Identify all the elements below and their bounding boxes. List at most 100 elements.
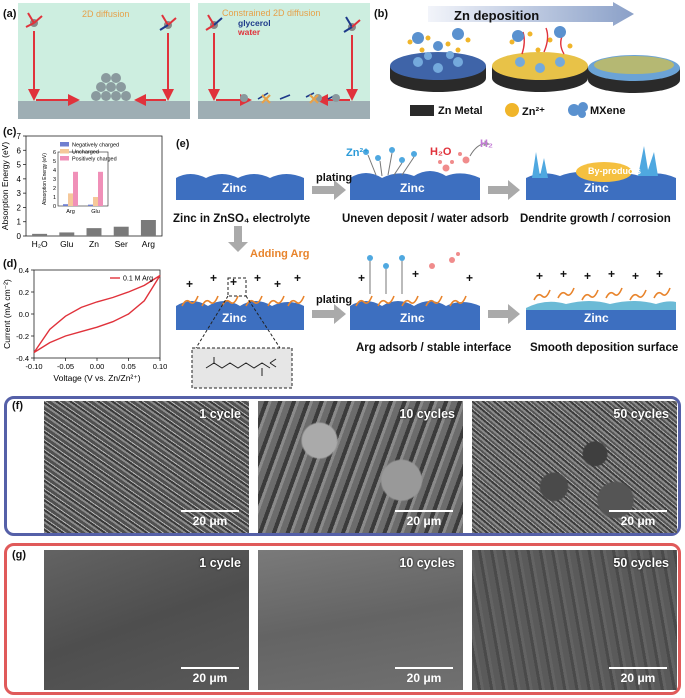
y-tick-label-c: 2: [17, 203, 22, 212]
x-tick-label-d: -0.05: [57, 362, 74, 371]
y-tick-label-c: 5: [17, 161, 22, 170]
y-tick-label-d: 0.0: [19, 310, 29, 319]
disc-1: [390, 28, 486, 92]
disc-2: [492, 26, 588, 92]
y-tick-label-c: 0: [17, 232, 22, 241]
x-tick-label-d: 0.10: [153, 362, 168, 371]
hydrogen-label: H₂: [480, 138, 493, 150]
svg-text:+: +: [294, 271, 301, 285]
inset-y-tick-label: 3: [53, 177, 56, 183]
panel-e-diagram: ++++++ +++ ++++++: [176, 140, 676, 389]
y-tick-label-d: 0.4: [19, 266, 29, 275]
inset-bar: [98, 171, 103, 206]
right-diffusion-title: Constrained 2D diffusion: [222, 8, 321, 18]
scale-text-g2: 20 μm: [406, 671, 442, 685]
scale-bar-g3: 20 μm: [609, 667, 667, 685]
y-tick-label-c: 6: [17, 146, 22, 155]
scale-text-f3: 20 μm: [620, 514, 656, 528]
atom-pile-left: [91, 73, 131, 101]
zinc-label-3: Zinc: [584, 181, 609, 195]
legend-water: water: [238, 27, 261, 37]
inset-legend-label: Positively charged: [72, 157, 117, 163]
zinc-block-3: [526, 146, 676, 200]
zinc-block-2: [350, 171, 480, 200]
zinc-label-6: Zinc: [584, 311, 609, 325]
panel-e-label: (e): [176, 138, 190, 150]
water-label: H₂O: [430, 146, 452, 158]
legend-zn-ion-swatch: [505, 103, 519, 117]
sem-image-g-10cycles: 10 cycles 20 μm: [258, 550, 463, 690]
y-tick-label-d: -0.2: [16, 332, 29, 341]
plating-label-2: plating: [316, 294, 353, 306]
inset-legend-label: Negatively charged: [72, 143, 119, 149]
adding-arg-label: Adding Arg: [250, 248, 310, 260]
panel-a-diagram: [18, 3, 370, 119]
scale-bar-g1: 20 μm: [181, 667, 239, 685]
inset-y-tick-label: 5: [53, 159, 56, 165]
legend-mxene: MXene: [590, 105, 626, 117]
panel-g-frame: [4, 543, 681, 695]
zinc-block-6: [526, 301, 676, 330]
sem-image-g-50cycles: 50 cycles 20 μm: [472, 550, 677, 690]
inset-legend-label: Uncharged: [72, 150, 99, 156]
x-tick-label-d: 0.00: [90, 362, 105, 371]
zinc-block-1: [176, 174, 304, 200]
arrow-to-smooth: [488, 304, 520, 324]
svg-text:+: +: [412, 267, 419, 281]
svg-text:+: +: [274, 277, 281, 291]
svg-text:+: +: [358, 271, 365, 285]
substrate-left: [18, 101, 190, 119]
zn-deposition-title: Zn deposition: [454, 8, 540, 23]
svg-text:+: +: [656, 267, 663, 281]
block-mark-icons: [261, 94, 319, 104]
zinc-label-5: Zinc: [400, 311, 425, 325]
svg-text:+: +: [584, 269, 591, 283]
bar-0: [32, 233, 48, 236]
x-tick-label-c: Glu: [60, 239, 74, 249]
deposition-arrow: [428, 2, 634, 26]
bar-1: [59, 232, 75, 236]
h2-arrow-icon: [469, 140, 490, 157]
sem-image-f-1cycle: 1 cycle 20 μm: [44, 401, 249, 533]
inset-bar: [88, 204, 93, 206]
zinc-label-2: Zinc: [400, 181, 425, 195]
sem-image-f-10cycles: 10 cycles 20 μm: [258, 401, 463, 533]
zinc-block-4: [176, 301, 304, 330]
inset-bar: [93, 197, 98, 206]
cycle-label-f1: 1 cycle: [199, 407, 241, 421]
panel-f-frame: [4, 396, 681, 536]
inset-legend-swatch: [60, 156, 69, 161]
panel-g-label: (g): [12, 549, 27, 561]
y-axis-label-c: Absorption Energy (eV): [0, 142, 10, 231]
scale-bar-f3: 20 μm: [609, 510, 667, 528]
inset-bar: [73, 171, 78, 206]
substrate-right: [198, 101, 370, 119]
molecule-icon-right-b: [343, 16, 361, 33]
plating-arrow-2: [488, 180, 520, 200]
caption-uneven-deposit: Uneven deposit / water adsorb: [342, 213, 509, 225]
svg-text:+: +: [608, 267, 615, 281]
caption-zinc-electrolyte: Zinc in ZnSO₄ electrolyte: [173, 213, 311, 225]
svg-text:+: +: [466, 271, 473, 285]
panel-b-diagram: [390, 2, 680, 118]
panel-f-label: (f): [12, 400, 23, 412]
disc-3: [588, 55, 680, 93]
svg-text:+: +: [186, 277, 193, 291]
caption-smooth-surface: Smooth deposition surface: [530, 342, 679, 354]
svg-text:+: +: [632, 269, 639, 283]
x-axis-label-d: Voltage (V vs. Zn/Zn²⁺): [53, 373, 140, 383]
zinc-block-5: [350, 301, 480, 330]
y-tick-label-c: 1: [17, 218, 22, 227]
legend-mxene-swatch: [568, 102, 588, 118]
bar-2: [86, 228, 102, 236]
panel-d-label: (d): [3, 258, 18, 270]
panel-a-label: (a): [3, 8, 17, 20]
zinc-label-1: Zinc: [222, 181, 247, 195]
left-diffusion-title: 2D diffusion: [82, 9, 130, 19]
molecule-icon-left-b: [159, 14, 177, 31]
inset-bar: [68, 193, 73, 206]
x-tick-label-c: Arg: [142, 239, 156, 249]
y-tick-label-d: 0.2: [19, 288, 29, 297]
inset-y-tick-label: 0: [53, 204, 56, 210]
